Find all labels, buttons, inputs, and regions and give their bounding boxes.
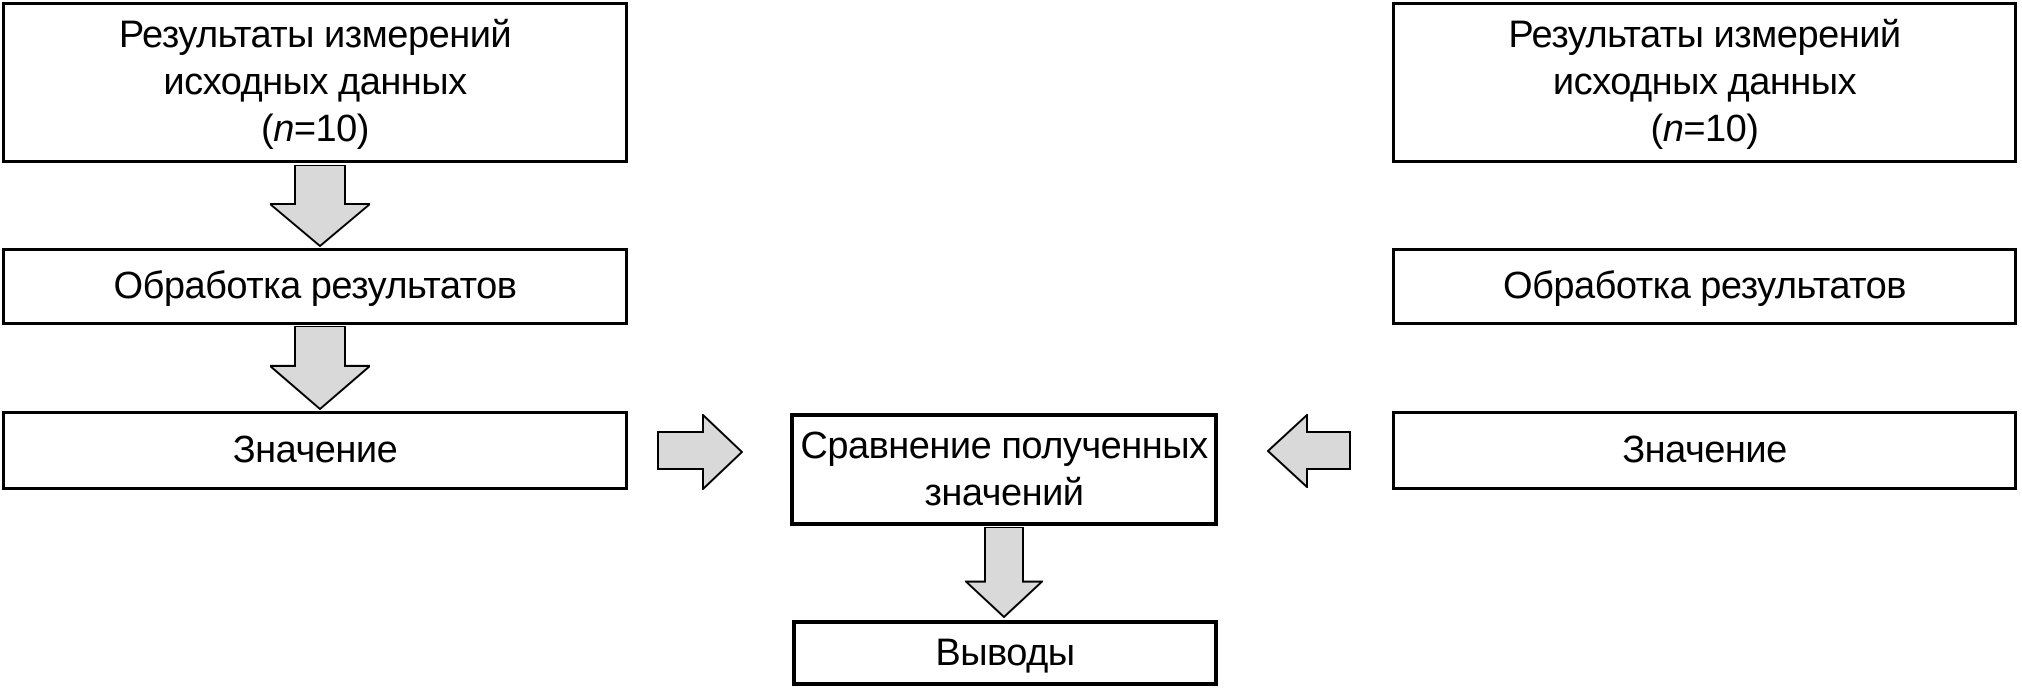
paren-open: (	[261, 108, 274, 150]
box-conclusions: Выводы	[792, 620, 1218, 686]
box-processing-right: Обработка результатов	[1392, 248, 2017, 325]
box-comparison: Сравнение полученных значений	[790, 413, 1218, 526]
right-arrow-icon	[657, 414, 743, 490]
box-results-left-line1: Результаты измерений	[118, 14, 512, 56]
left-arrow-icon	[1267, 414, 1351, 488]
box-processing-left: Обработка результатов	[2, 248, 628, 325]
paren-open: (	[1650, 108, 1664, 150]
box-results-right-line1: Результаты измерений	[1508, 14, 1901, 56]
box-value-right: Значение	[1392, 411, 2017, 490]
down-arrow-icon	[965, 527, 1043, 618]
sample-size-variable: n	[1662, 108, 1684, 150]
box-value-right-label: Значение	[1622, 429, 1787, 471]
box-processing-left-label: Обработка результатов	[113, 265, 517, 307]
box-results-left: Результаты измерений исходных данных (n=…	[2, 2, 628, 163]
sample-size-value: =10)	[1683, 108, 1759, 150]
down-arrow-icon	[270, 326, 370, 410]
box-value-left-label: Значение	[232, 429, 398, 471]
sample-size-variable: n	[273, 108, 294, 150]
box-results-right-line2: исходных данных	[1552, 61, 1857, 103]
box-comparison-line2: значений	[924, 471, 1084, 514]
box-value-left: Значение	[2, 411, 628, 490]
box-results-right: Результаты измерений исходных данных (n=…	[1392, 2, 2017, 163]
sample-size-value: =10)	[293, 108, 370, 150]
box-conclusions-label: Выводы	[935, 631, 1075, 674]
down-arrow-icon	[270, 165, 370, 247]
box-results-right-line3: (n=10)	[1651, 106, 1759, 153]
box-results-left-line2: исходных данных	[163, 61, 467, 103]
box-processing-right-label: Обработка результатов	[1503, 265, 1906, 307]
box-comparison-line1: Сравнение полученных	[800, 424, 1208, 467]
box-results-left-line3: (n=10)	[261, 106, 369, 153]
